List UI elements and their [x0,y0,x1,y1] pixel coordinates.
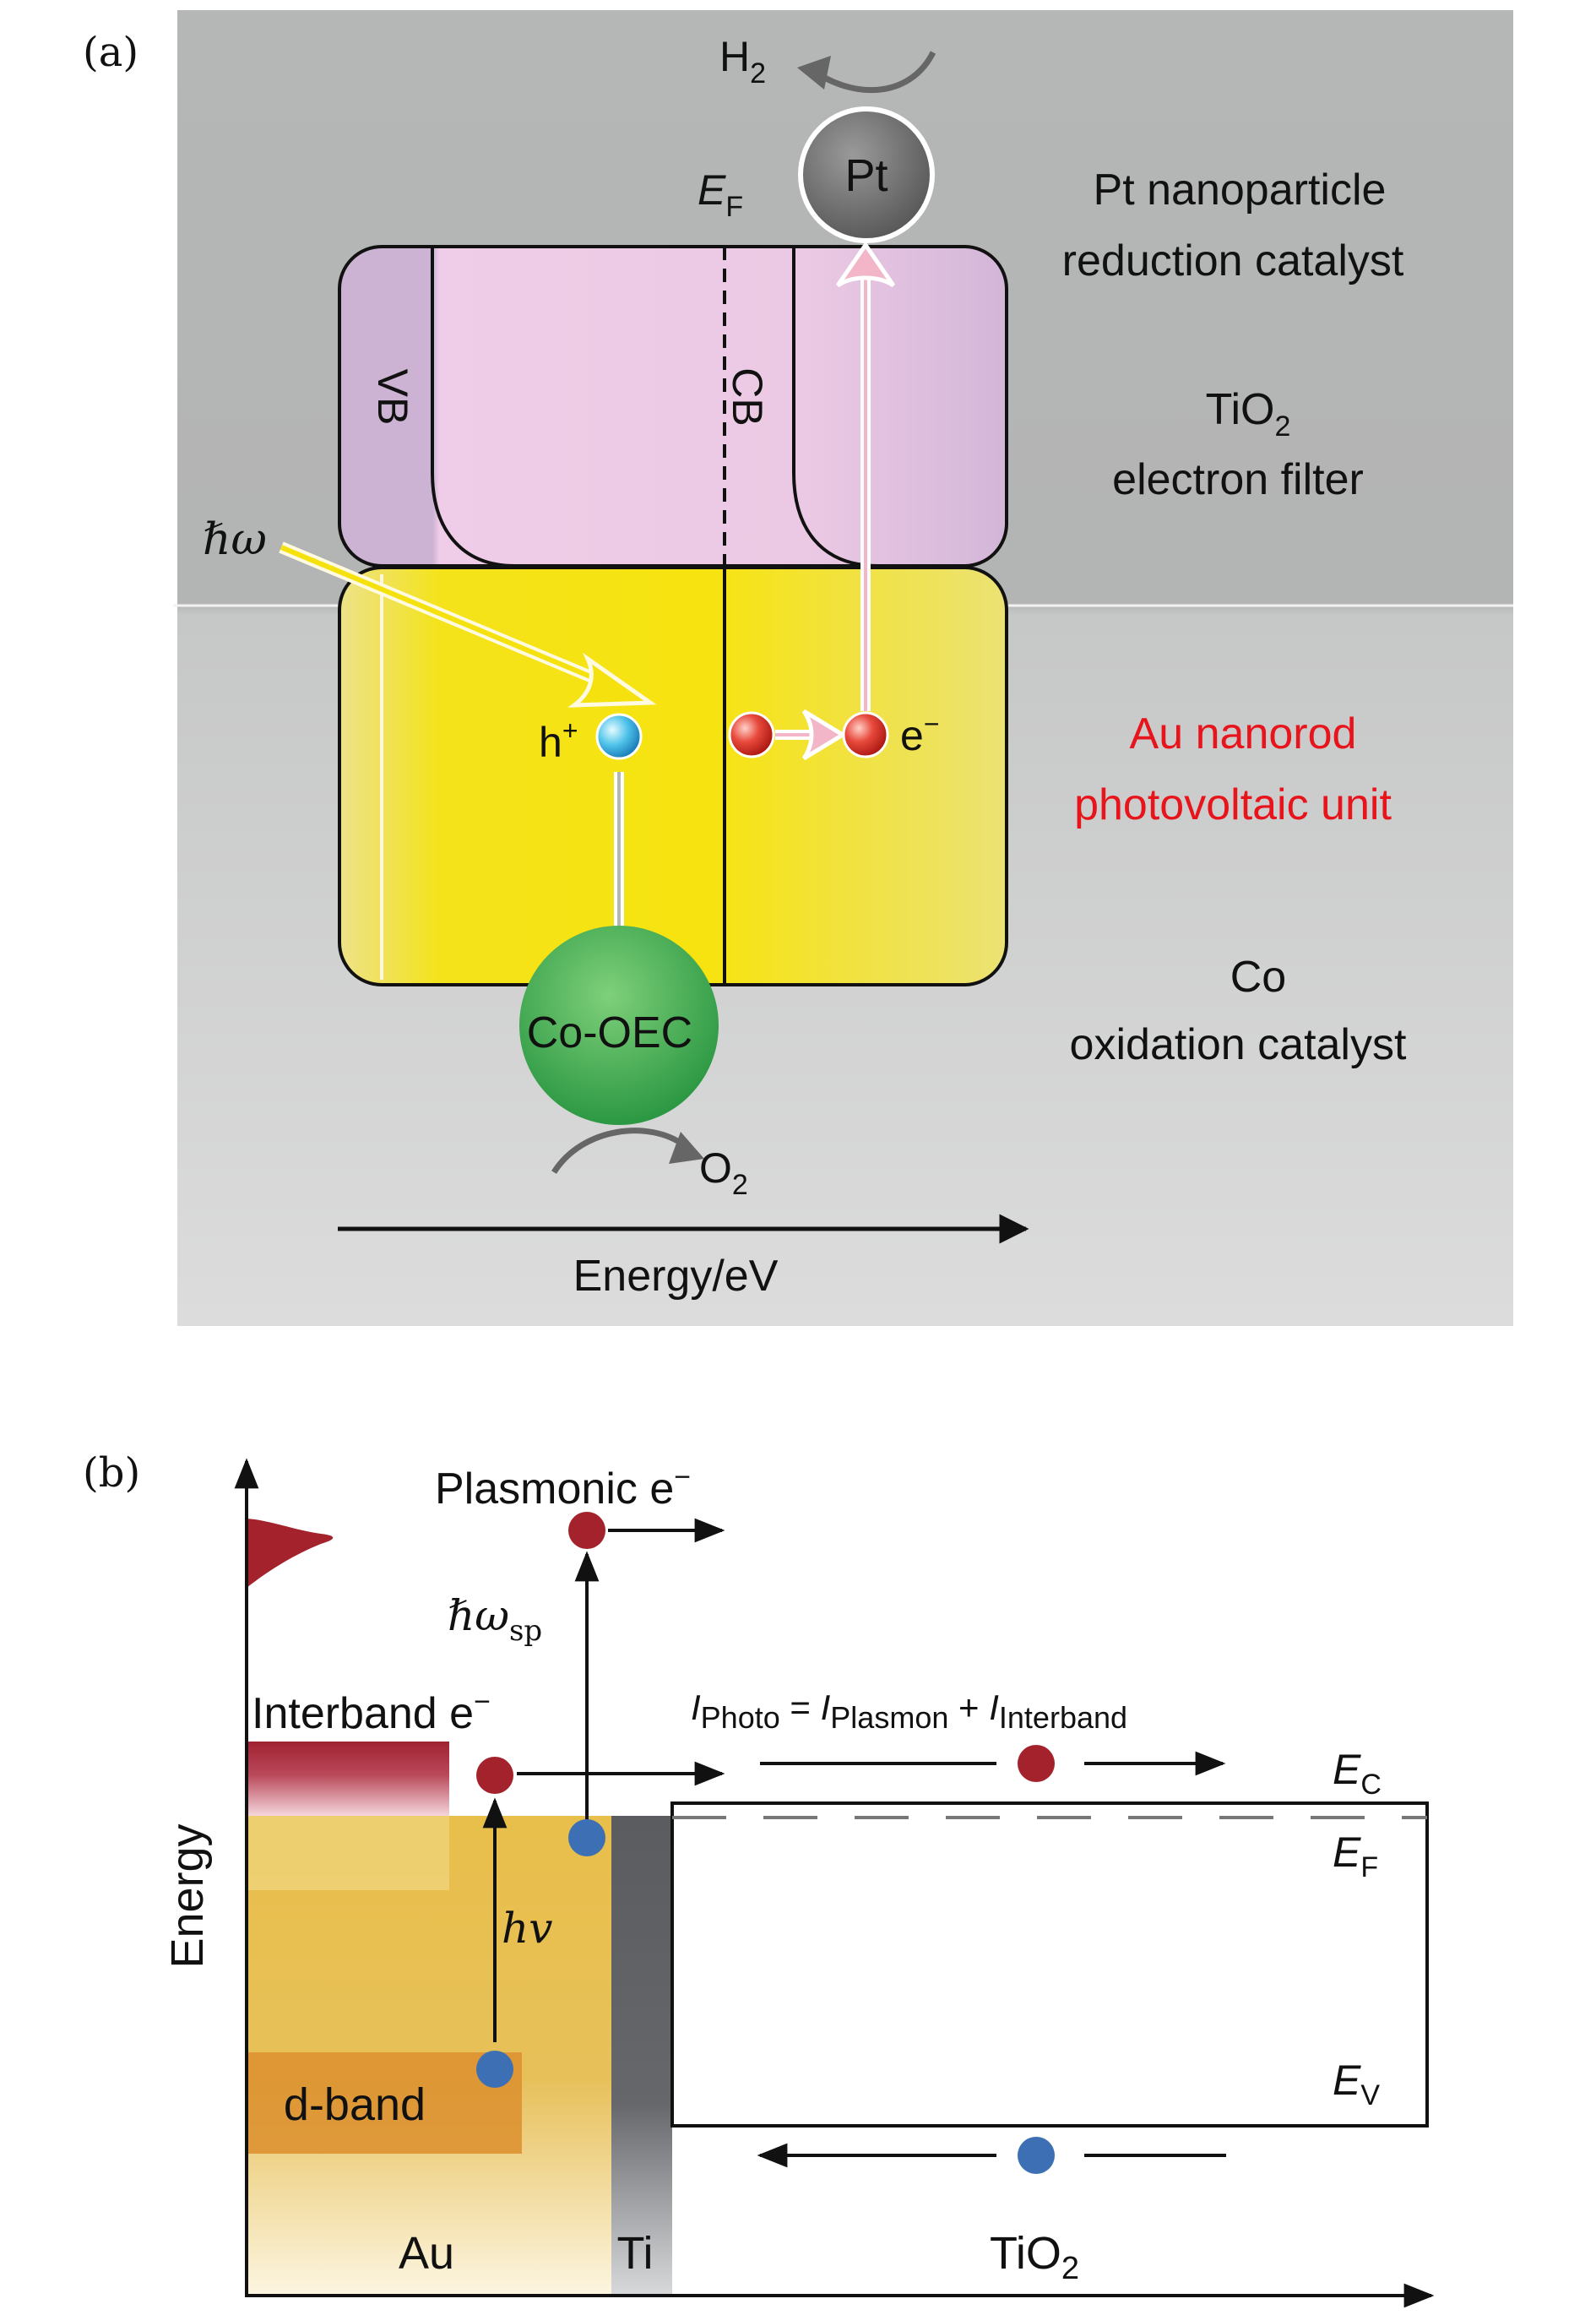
plasmon-hole [568,1819,605,1856]
plasmonic-electron [568,1512,605,1549]
panel-a: (a) H2 Pt EF VB CB ℏω h+ [83,10,1513,1326]
interband-electron-label: Interband e− [252,1686,491,1738]
au-nanorod-block [338,566,1008,986]
hole-label: h+ [539,715,578,766]
tio2-cb-band-edge [792,247,879,568]
d-band-hole [476,2051,513,2088]
tio2-filter-label-2: electron filter [1112,455,1364,504]
pt-nanoparticle [798,106,935,243]
photon-arrow-core [280,545,622,692]
ev-label: EV [1333,2057,1380,2111]
co-catalyst-label-1: Co [1230,953,1286,1002]
hv-label: hv [502,1904,552,1953]
co-oec-particle [519,926,719,1125]
co-catalyst-label-2: oxidation catalyst [1070,1020,1407,1069]
ti-band [611,1816,672,2294]
interband-electron-band [247,1742,449,1816]
o2-release-arrow [551,1128,687,1174]
pt-catalyst-label-2: reduction catalyst [1062,236,1404,285]
ef-label: EF [1333,1829,1378,1883]
ti-material-label: Ti [617,2228,654,2279]
au-unit-label-1: Au nanorod [1130,709,1357,758]
electron-end-particle [842,711,889,758]
cb-electron [1018,1745,1055,1782]
hole-particle [595,713,643,760]
tio2-band-box [670,1801,1429,2128]
d-band-label: d-band [284,2079,426,2130]
panel-b: (b) d-band Energy Plasmonic e− ℏωsp Inte… [83,1449,1435,2308]
plasmon-distribution-peak [247,1519,334,1588]
h2-label: H2 [719,33,766,90]
cb-label: CB [724,367,771,426]
o2-release-arrowhead [669,1132,704,1164]
tio2-material-label: TiO2 [990,2228,1079,2286]
panel-a-label: (a) [83,29,138,76]
energy-axis-label: Energy/eV [573,1252,779,1301]
energy-axis-label: Energy [162,1823,213,1968]
plasmonic-electron-label: Plasmonic e− [435,1461,691,1513]
fermi-level-label: EF [698,166,743,223]
pt-catalyst-label-1: Pt nanoparticle [1094,166,1387,215]
electron-start-particle [728,711,775,758]
d-band [247,2052,522,2154]
photon-hbar-omega-label: ℏω [203,514,267,565]
h2-release-arrow [814,51,936,94]
tio2-filter-label-1: TiO2 [1206,385,1291,443]
h2-release-arrowhead [797,56,831,90]
au-band-highlight [247,1816,449,1890]
panel-b-label: (b) [83,1449,140,1497]
vb-label: VB [369,369,416,426]
electron-injection-arrowhead [835,241,896,288]
vb-hole [1018,2137,1055,2174]
co-oec-label: Co-OEC [527,1008,692,1057]
electron-label: e− [900,709,940,759]
pt-particle-label: Pt [844,150,888,201]
electron-excitation-arrowhead [801,709,847,761]
tio2-vb-band-edge [431,247,516,568]
interband-electron [476,1757,513,1794]
au-material-label: Au [399,2228,454,2279]
photon-arrowhead [567,652,657,708]
au-unit-label-2: photovoltaic unit [1074,780,1392,829]
ec-label: EC [1333,1746,1382,1801]
o2-label: O2 [699,1144,748,1201]
hbar-omega-sp-label: ℏωsp [448,1591,542,1648]
photocurrent-equation: IPhoto = IPlasmon + IInterband [691,1687,1127,1735]
